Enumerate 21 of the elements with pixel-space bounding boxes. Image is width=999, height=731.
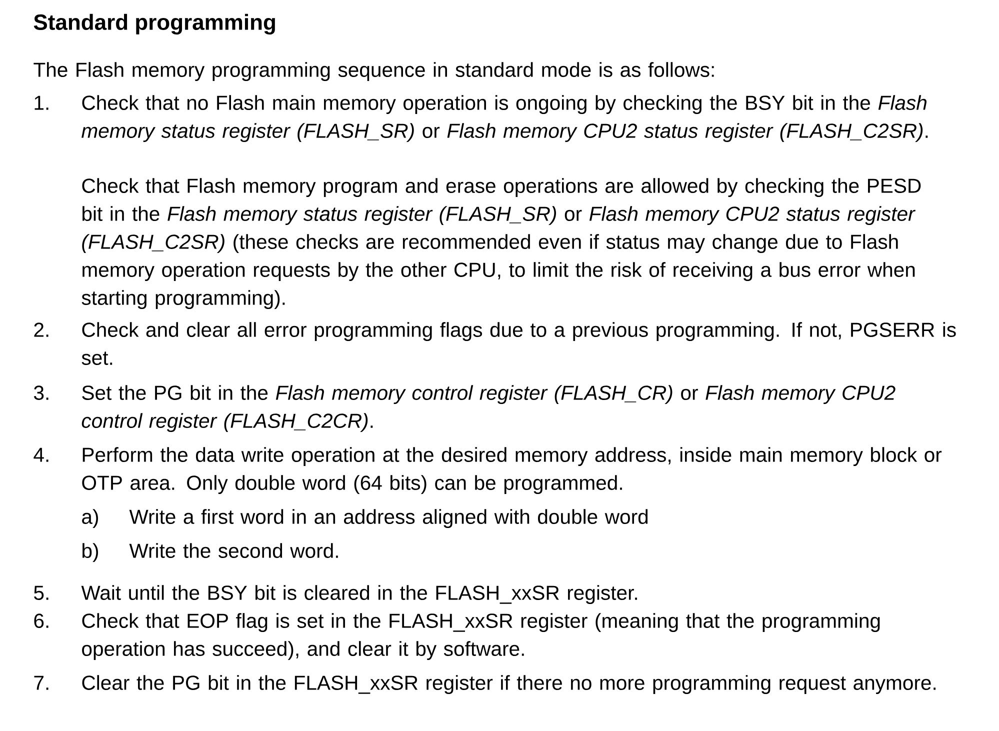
list-number: 4. xyxy=(34,448,48,462)
list-item-text: Perform the data write operation at the desired memory address, inside main memory block or OTP area. Only double word (64 bits) can be programmed. xyxy=(82,447,942,494)
list-number: 3. xyxy=(34,386,48,400)
list-number: 1. xyxy=(34,96,48,110)
list-item-text: Write a first word in an address aligned with double word xyxy=(129,509,648,528)
list-number: 6. xyxy=(34,614,48,628)
list-item-text: Write the second word. xyxy=(129,543,338,558)
list-item-text: Set the PG bit in the Flash memory control register (FLASH_CR) or Flash memory CPU2 control register (FLASH_C2CR). xyxy=(82,385,896,432)
list-item-text: Check that no Flash main memory operation is ongoing by checking the BSY bit in the Flash memory status register (FLASH_SR) or Flash memory CPU2 status register (FLASH_C2SR). xyxy=(82,95,928,142)
list-letter: b) xyxy=(82,543,98,562)
list-item-text: Check that Flash memory program and erase operations are allowed by checking the PESD bit in the Flash memory status register (FLASH_SR) or Flash memory CPU2 status register (FLASH_C2SR) (these checks are recommended even if status may change due to Flash memory operation requests by the other CPU, to limit the risk of receiving a bus error when starting programming). xyxy=(82,178,921,310)
list-number: 2. xyxy=(34,322,48,337)
intro-text: The Flash memory programming sequence in standard mode is as follows: xyxy=(34,62,714,82)
heading: Standard programming xyxy=(34,14,275,34)
list-number: 5. xyxy=(34,586,48,600)
list-item-text: Check that EOP flag is set in the FLASH_xxSR register (meaning that the programming operation has succeed), and clear it by software. xyxy=(82,613,880,660)
list-letter: a) xyxy=(82,509,98,528)
list-item-text: Clear the PG bit in the FLASH_xxSR register if there no more programming request anymore. xyxy=(82,675,936,694)
list-item-text: Wait until the BSY bit is cleared in the FLASH_xxSR register. xyxy=(81,585,637,604)
list-item-text: Check and clear all error programming flags due to a previous programming. If not, PGSERR is set. xyxy=(82,322,956,365)
list-number: 7. xyxy=(34,676,48,690)
